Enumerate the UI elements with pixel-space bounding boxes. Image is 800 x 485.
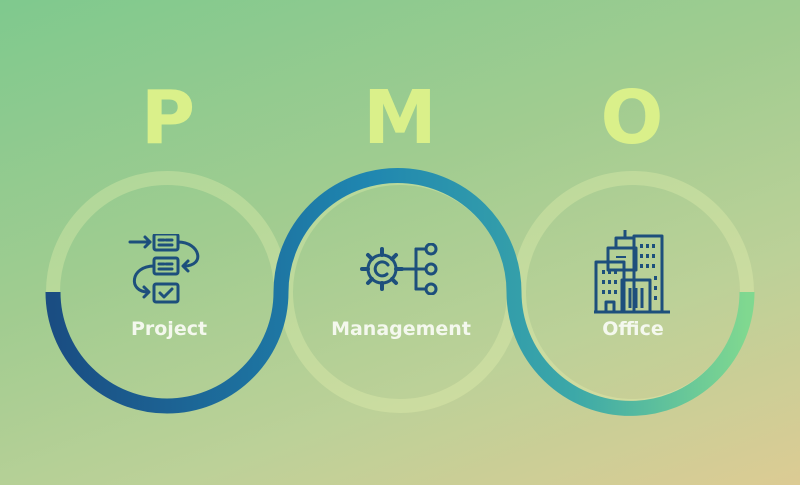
letter-p: P bbox=[140, 75, 196, 161]
wave-path bbox=[45, 168, 755, 416]
label-project: Project bbox=[130, 318, 208, 340]
buildings-icon bbox=[594, 230, 670, 314]
letter-o: O bbox=[600, 75, 664, 161]
letter-m: M bbox=[363, 75, 437, 161]
label-management: Management bbox=[331, 318, 471, 340]
gear-network-icon bbox=[360, 243, 438, 295]
workflow-icon bbox=[128, 234, 200, 304]
label-office: Office bbox=[602, 318, 664, 340]
